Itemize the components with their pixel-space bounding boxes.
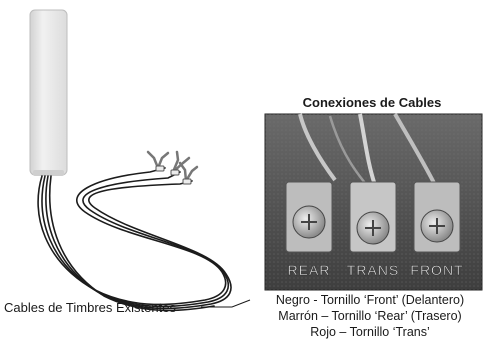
legend-line-black: Negro - Tornillo ‘Front’ (Delantero) [275, 293, 465, 307]
cables-leader-line [201, 299, 251, 308]
cables-label: Cables de Timbres Existentes [4, 300, 176, 315]
spade-connectors [146, 150, 199, 185]
terminal-block-photo: REAR TRANS FRONT [264, 113, 483, 291]
terminal-rear [285, 181, 333, 253]
transformer-device [29, 9, 68, 176]
terminal-label-rear: REAR [288, 262, 331, 278]
terminal-trans [349, 181, 397, 253]
wire-legend: Negro - Tornillo ‘Front’ (Delantero) Mar… [252, 292, 488, 340]
legend-line-brown: Marrón – Tornillo ‘Rear’ (Trasero) [278, 309, 462, 323]
existing-chime-wires [37, 167, 232, 312]
photo-title: Conexiones de Cables [302, 95, 442, 110]
terminal-front [413, 181, 461, 253]
terminal-label-trans: TRANS [347, 262, 399, 278]
terminal-label-front: FRONT [410, 262, 463, 278]
legend-line-red: Rojo – Tornillo ‘Trans’ [310, 325, 430, 339]
